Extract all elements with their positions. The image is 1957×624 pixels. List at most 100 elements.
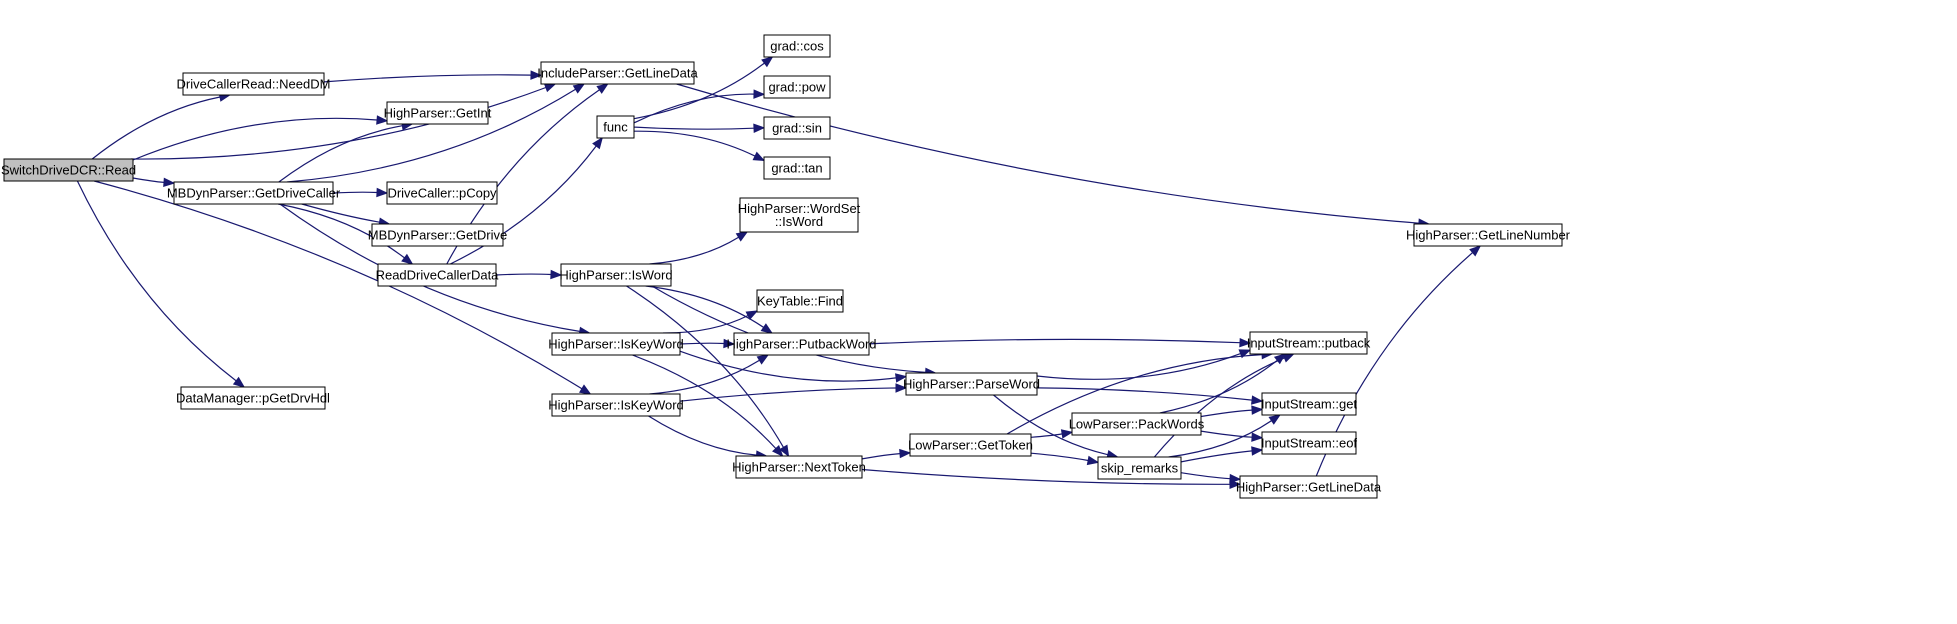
edge-arrowhead — [899, 448, 912, 459]
node-lp-packwords[interactable]: LowParser::PackWords — [1069, 412, 1205, 436]
edge-arrowhead — [550, 269, 563, 280]
node-box — [1249, 331, 1368, 355]
node-grad-pow[interactable]: grad::pow — [763, 75, 831, 99]
edge-mbdyn_getdc-to-mbdyn_getdrive — [301, 203, 391, 227]
node-box — [1071, 412, 1202, 436]
edge-line — [1180, 472, 1231, 480]
edge-hp_nexttoken-to-lp_gettoken — [861, 448, 912, 460]
edge-line — [301, 203, 380, 223]
nodes-layer: SwitchDriveDCR::Read DriveCallerRead::Nee… — [1, 34, 1571, 499]
edge-line — [1036, 387, 1253, 401]
edge-func-to-grad_pow — [633, 89, 766, 124]
edge-arrowhead — [1251, 432, 1264, 442]
edge-arrowhead — [543, 83, 557, 93]
node-box — [560, 263, 672, 287]
node-box — [756, 289, 844, 313]
node-hp-getlinenumber[interactable]: HighParser::GetLineNumber — [1406, 223, 1571, 247]
node-is-eof[interactable]: InputStream::eof — [1261, 431, 1357, 455]
node-grad-sin[interactable]: grad::sin — [763, 116, 831, 140]
edge-line — [648, 415, 757, 456]
node-hp-getint[interactable]: HighParser::GetInt — [384, 101, 492, 125]
node-keytable-find[interactable]: KeyTable::Find — [756, 289, 844, 313]
node-func[interactable]: func — [596, 115, 635, 139]
node-is-putback[interactable]: InputStream::putback — [1247, 331, 1371, 355]
node-label: grad::sin — [772, 121, 822, 136]
node-label: ReadDriveCallerData — [376, 268, 500, 283]
edge-line — [633, 130, 756, 157]
node-incl-getline[interactable]: IncludeParser::GetLineData — [537, 61, 698, 85]
edge-line — [332, 191, 378, 194]
node-label: HighParser::IsKeyWord — [548, 398, 684, 413]
edge-hp_isword-to-hp_putback — [645, 285, 774, 334]
edge-skip_remarks-to-is_eof — [1180, 446, 1264, 463]
node-is-get[interactable]: InputStream::get — [1261, 392, 1357, 416]
node-mbdyn-getdc[interactable]: MBDynParser::GetDriveCaller — [167, 181, 341, 205]
node-hp-putback[interactable]: HighParser::PutbackWord — [726, 332, 877, 356]
edge-arrowhead — [376, 115, 389, 125]
node-root[interactable]: SwitchDriveDCR::Read — [1, 158, 136, 182]
edge-line — [993, 394, 1108, 456]
node-box — [763, 156, 831, 180]
edge-lp_gettoken-to-lp_packwords — [1030, 429, 1074, 439]
node-label: grad::cos — [770, 39, 824, 54]
edge-arrowhead — [376, 187, 389, 198]
node-mbdyn-getdrive[interactable]: MBDynParser::GetDrive — [368, 223, 507, 247]
node-label: DriveCaller::pCopy — [387, 186, 497, 201]
node-label: InputStream::eof — [1261, 436, 1357, 451]
node-dm-pgetdrvhdl[interactable]: DataManager::pGetDrvHdl — [176, 386, 330, 410]
node-label: HighParser::GetInt — [384, 106, 492, 121]
node-grad-tan[interactable]: grad::tan — [763, 156, 831, 180]
node-label: grad::pow — [768, 80, 826, 95]
node-box — [1261, 431, 1357, 455]
node-hp-getlinedata[interactable]: HighParser::GetLineData — [1236, 475, 1382, 499]
edge-arrowhead — [401, 253, 414, 265]
edge-hp_iskeyword2-to-hp_putback — [649, 354, 770, 395]
node-hp-iskeyword2[interactable]: HighParser::IsKeyWord — [548, 393, 684, 417]
edge-arrowhead — [895, 373, 908, 383]
node-box — [596, 115, 635, 139]
edge-root-to-hp_iskeyword2 — [93, 180, 592, 395]
edge-arrowhead — [1251, 405, 1264, 415]
node-lp-gettoken[interactable]: LowParser::GetToken — [908, 433, 1033, 457]
node-box — [182, 72, 325, 96]
node-label: DriveCallerRead::NeedDM — [177, 77, 331, 92]
node-skip-remarks[interactable]: skip_remarks — [1097, 456, 1182, 480]
node-readdcd[interactable]: ReadDriveCallerData — [376, 263, 500, 287]
node-dc-pcopy[interactable]: DriveCaller::pCopy — [386, 181, 498, 205]
node-grad-cos[interactable]: grad::cos — [763, 34, 831, 58]
node-label: HighParser::WordSet — [738, 201, 861, 216]
node-box — [739, 197, 859, 233]
edge-root-to-mbdyn_getdc — [132, 177, 176, 187]
node-label: HighParser::ParseWord — [903, 377, 1040, 392]
node-label: grad::tan — [771, 161, 822, 176]
edge-line — [277, 203, 405, 259]
edge-line — [130, 86, 547, 160]
node-box — [371, 223, 504, 247]
node-hp-parseword[interactable]: HighParser::ParseWord — [903, 372, 1040, 396]
edge-line — [1153, 357, 1285, 458]
node-label: func — [603, 120, 628, 135]
edge-line — [278, 125, 403, 183]
edge-line — [663, 314, 749, 334]
node-needdm[interactable]: DriveCallerRead::NeedDM — [177, 72, 331, 96]
node-label: ::IsWord — [775, 214, 823, 229]
edge-line — [1200, 430, 1253, 438]
node-label: InputStream::get — [1261, 397, 1357, 412]
edge-line — [1200, 409, 1253, 418]
edge-skip_remarks-to-is_get — [1168, 414, 1282, 458]
node-label: LowParser::GetToken — [908, 438, 1033, 453]
node-hp-nexttoken[interactable]: HighParser::NextToken — [732, 455, 866, 479]
edge-line — [679, 387, 897, 402]
edge-hp_parseword-to-is_get — [1036, 387, 1264, 405]
node-wordset-isword[interactable]: HighParser::WordSet::IsWord — [738, 197, 861, 233]
edge-lp_gettoken-to-skip_remarks — [1030, 452, 1100, 466]
edge-arrowhead — [1239, 337, 1252, 348]
node-label: HighParser::IsKeyWord — [548, 337, 684, 352]
node-hp-isword[interactable]: HighParser::IsWord — [559, 263, 673, 287]
edge-hp_iskeyword1-to-hp_parseword — [679, 350, 908, 383]
node-hp-iskeyword1[interactable]: HighParser::IsKeyWord — [548, 332, 684, 356]
edge-hp_parseword-to-is_putback — [1036, 349, 1252, 380]
edge-line — [861, 468, 1231, 485]
node-box — [386, 101, 489, 125]
